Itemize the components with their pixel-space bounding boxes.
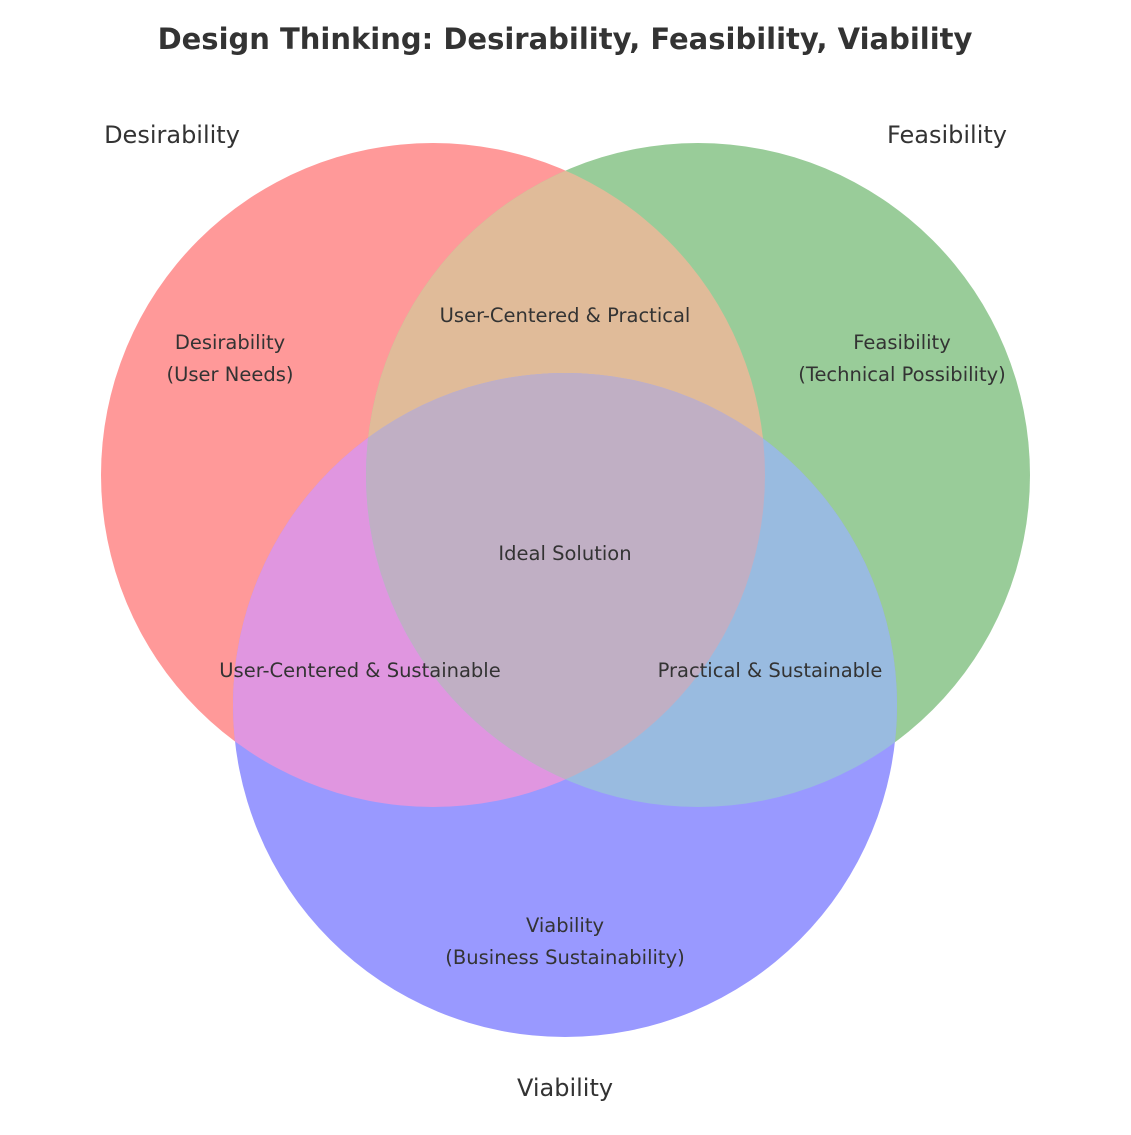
desirability-feasibility-label: User-Centered & Practical [440, 304, 691, 327]
desirability-only-label-line1: Desirability [175, 331, 285, 354]
desirability-viability-label: User-Centered & Sustainable [219, 659, 500, 682]
viability-set-label: Viability [517, 1074, 613, 1102]
center-overlap [366, 373, 765, 807]
desirability-only-label-line2: (User Needs) [167, 363, 294, 386]
feasibility-only-label-line2: (Technical Possibility) [798, 363, 1006, 386]
feasibility-only-label-line1: Feasibility [853, 331, 951, 354]
viability-only-label-line1: Viability [526, 914, 604, 937]
feasibility-viability-label: Practical & Sustainable [658, 659, 883, 682]
ideal-solution-label: Ideal Solution [498, 542, 631, 565]
desirability-set-label: Desirability [104, 121, 240, 149]
diagram-title: Design Thinking: Desirability, Feasibili… [158, 22, 973, 56]
viability-only-label-line2: (Business Sustainability) [445, 946, 684, 969]
feasibility-set-label: Feasibility [887, 121, 1007, 149]
